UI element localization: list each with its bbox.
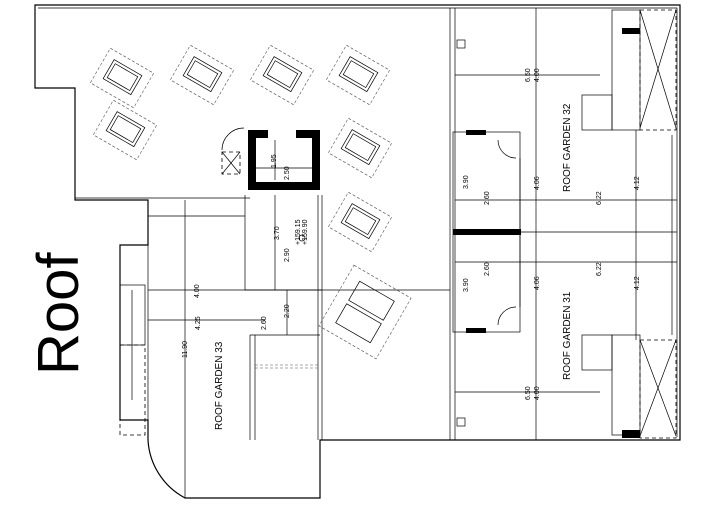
dim: 2.90 [284, 248, 291, 262]
dim: 6.22 [596, 262, 603, 276]
dim: 4.00 [194, 284, 201, 298]
lift-core [248, 130, 320, 190]
dimension-lines [148, 195, 450, 498]
building-outline [34, 4, 681, 499]
dim: 3.90 [463, 278, 470, 292]
stairs [119, 9, 677, 439]
dim: 2.50 [284, 166, 291, 180]
dim: 6.50 [525, 386, 532, 400]
dim: 2.20 [284, 304, 291, 318]
dim: 4.06 [534, 176, 541, 190]
dimension-labels: 1.95 2.50 3.70 2.90 2.20 2.60 4.00 4.25 … [182, 68, 641, 400]
room-label-garden-32: ROOF GARDEN 32 [562, 103, 573, 192]
dim: 11.90 [182, 341, 189, 358]
dim: 4.12 [634, 176, 641, 190]
dim: 6.50 [525, 68, 532, 82]
dim: 2.60 [484, 191, 491, 205]
dim: 2.60 [484, 262, 491, 276]
dim: 1.95 [271, 154, 278, 168]
dim: 3.90 [463, 175, 470, 189]
roof-opening [221, 127, 245, 175]
level-upper: +159.15 [295, 219, 302, 245]
dim: 3.70 [274, 226, 281, 240]
dim: 4.25 [195, 316, 202, 330]
dim: 4.12 [634, 276, 641, 290]
dim: 2.60 [261, 316, 268, 330]
dim: 4.00 [534, 68, 541, 82]
level-lower: +159.90 [302, 219, 309, 245]
level-marker-icon [298, 234, 306, 242]
dim: 4.00 [534, 386, 541, 400]
garden-units [452, 8, 677, 440]
dim: 4.06 [534, 276, 541, 290]
sun-loungers [89, 44, 412, 360]
room-label-garden-31: ROOF GARDEN 31 [562, 291, 573, 380]
page-title: Roof [26, 252, 91, 375]
dim: 6.22 [596, 191, 603, 205]
room-label-garden-33: ROOF GARDEN 33 [214, 341, 225, 430]
